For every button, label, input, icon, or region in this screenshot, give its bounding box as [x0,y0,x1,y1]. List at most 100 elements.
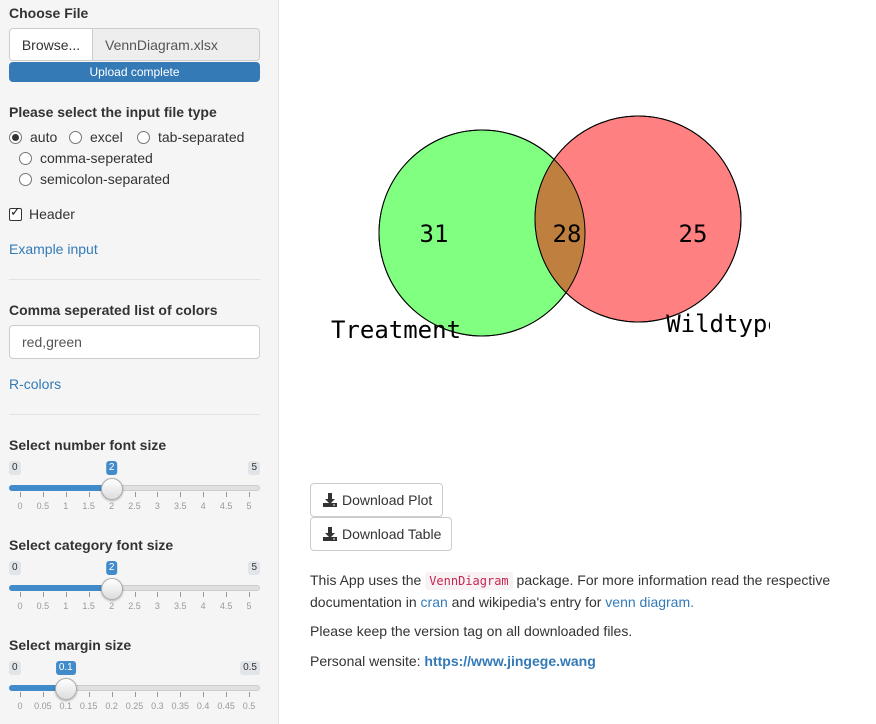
slider-tick-label: 0.35 [171,701,190,711]
download-plot-button[interactable]: Download Plot [310,483,444,517]
category-font-size-label: Select category font size [9,537,174,553]
radio-excel[interactable]: excel [69,129,123,145]
slider-tick [65,592,67,597]
slider-tick-label: 0.3 [151,701,164,711]
slider-value-label: 2 [105,461,118,475]
header-checkbox-label: Header [29,206,75,222]
slider-tick [20,692,21,697]
website-link[interactable]: https://www.jingege.wang [424,653,596,669]
info-text: package. For more information read the r… [512,572,831,588]
slider-tick [42,492,44,497]
slider-tick-label: 0.2 [105,701,118,711]
slider-tick-label: 0.5 [36,501,50,511]
slider-tick [157,692,159,697]
cran-link[interactable]: cran [420,594,448,610]
slider-tick [249,692,250,697]
version-note: Please keep the version tag on all downl… [310,623,633,639]
radio-semicolon-separated[interactable]: semicolon-separated [19,171,170,187]
venn-right-label: Wildtype [666,310,770,338]
slider-fill [9,585,112,591]
venn-diagram: 31 28 25 Treatment Wildtype [331,115,770,344]
slider-tick [65,492,67,497]
radio-comma-seperated[interactable]: comma-seperated [19,150,153,166]
slider-tick-label: 0.5 [242,701,256,711]
browse-button[interactable]: Browse... [10,29,93,60]
download-icon [323,493,337,507]
venn-diagram-link[interactable]: venn diagram. [605,594,695,610]
slider-tick-label: 4.5 [219,501,233,511]
colors-label: Comma seperated list of colors [9,302,218,318]
slider-tick [20,592,21,597]
slider-tick-label: 2.5 [128,501,141,511]
r-colors-link[interactable]: R-colors [9,376,62,392]
slider-tick [203,592,205,597]
slider-tick [180,492,182,497]
slider-handle[interactable] [100,578,123,600]
slider-tick [226,492,228,497]
checkbox-indicator-header[interactable] [9,205,22,221]
divider [9,279,260,280]
slider-min-label: 0 [9,661,21,675]
radio-label-semicolon: semicolon-separated [40,171,170,187]
example-input-link[interactable]: Example input [9,241,98,257]
slider-tick [134,592,136,597]
slider-tick [203,692,205,697]
venn-right-outline [534,115,742,323]
slider-tick-label: 2.5 [128,601,141,611]
colors-input[interactable]: red,green [9,325,260,359]
radio-label-comma: comma-seperated [40,150,153,166]
slider-tick-label: 1.5 [82,601,95,611]
radio-indicator-comma[interactable] [19,151,32,165]
slider-tick-label: 3.5 [174,501,187,511]
download-table-label: Download Table [342,526,442,542]
slider-tick [249,592,250,597]
slider-max-label: 5 [248,561,260,575]
slider-tick-label: 2 [109,501,115,511]
slider-tick [134,692,136,697]
file-input[interactable]: Browse... VennDiagram.xlsx [9,28,260,61]
margin-size-label: Select margin size [9,637,132,653]
package-code: VennDiagram [425,572,513,590]
radio-indicator-tab[interactable] [137,130,150,144]
slider-tick-label: 4 [200,601,206,611]
slider-tick [226,692,228,697]
radio-indicator-semicolon[interactable] [19,172,32,186]
radio-indicator-excel[interactable] [69,130,82,144]
slider-tick-label: 0.15 [79,701,98,711]
slider-tick-label: 4.5 [219,601,233,611]
slider-tick-label: 3 [154,601,160,611]
slider-fill [9,485,112,491]
slider-tick [157,492,159,497]
radio-indicator-auto[interactable] [9,130,22,144]
radio-auto[interactable]: auto [9,129,57,145]
slider-max-label: 5 [248,461,260,475]
upload-progress-bar: Upload complete [9,62,260,82]
slider-handle[interactable] [54,678,77,700]
slider-tick-label: 3.5 [174,601,187,611]
slider-tick-label: 3 [154,501,160,511]
filetype-label: Please select the input file type [9,104,217,120]
radio-label-auto: auto [30,129,58,145]
slider-tick [249,492,250,497]
slider-min-label: 0 [9,561,21,575]
slider-handle[interactable] [100,478,123,500]
divider [9,414,260,415]
radio-tab-separated[interactable]: tab-separated [137,129,244,145]
slider-tick [88,592,90,597]
slider-tick-label: 0.5 [36,601,50,611]
slider-tick-label: 0.25 [125,701,144,711]
slider-min-label: 0 [9,461,21,475]
download-table-button[interactable]: Download Table [310,517,453,551]
header-checkbox[interactable]: Header [9,205,75,222]
slider-tick-label: 0.1 [59,701,73,711]
slider-tick-label: 1 [63,601,69,611]
slider-tick-label: 0 [17,501,23,511]
slider-tick-label: 5 [246,501,252,511]
slider-max-label: 0.5 [240,661,260,675]
slider-tick [42,592,44,597]
venn-left-count: 31 [420,220,449,248]
slider-value-label: 0.1 [55,661,76,675]
